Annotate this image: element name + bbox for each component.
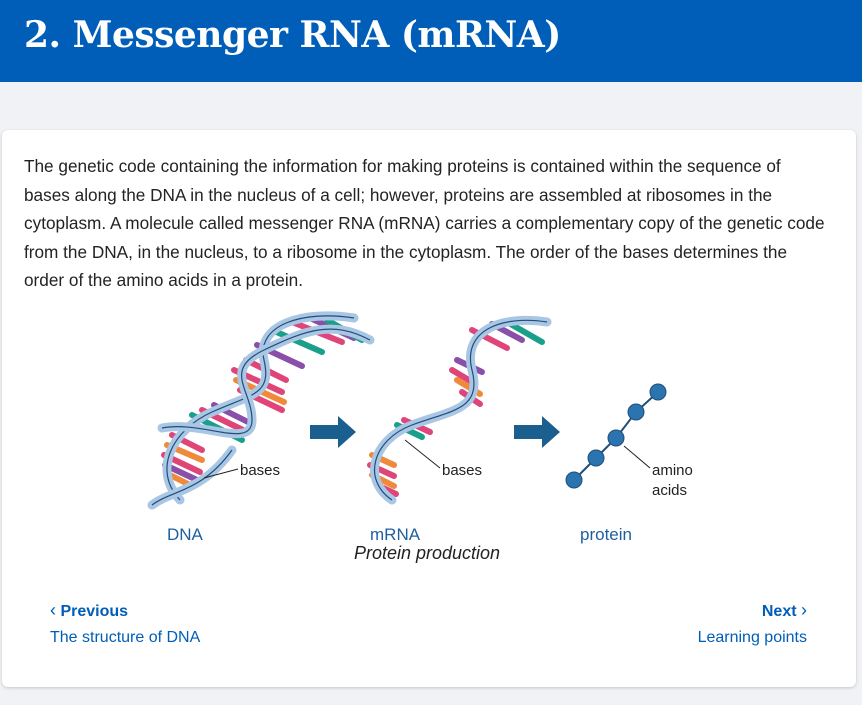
bases-label: bases: [442, 462, 482, 479]
page-header: 2. Messenger RNA (mRNA): [0, 0, 862, 82]
protein-production-figure: bases bases amino acids DNA mRNA protein: [2, 300, 856, 590]
arrow-right-icon: [310, 416, 356, 448]
protein-production-diagram: bases bases amino acids DNA mRNA protein: [147, 311, 693, 544]
dna-helix-illustration: [147, 311, 375, 510]
amino-acids-label-line2: acids: [652, 482, 687, 499]
intro-paragraph: The genetic code containing the informat…: [24, 156, 825, 290]
protein-label: protein: [580, 525, 632, 544]
figure-caption: Protein production: [353, 543, 501, 563]
amino-acids-label-line1: amino: [652, 462, 693, 479]
previous-label: Previous: [60, 603, 129, 620]
previous-link[interactable]: ‹ Previous The structure of DNA: [50, 600, 200, 647]
dna-label: DNA: [167, 525, 204, 544]
previous-label-row: ‹ Previous: [50, 600, 200, 621]
arrow-right-icon: [514, 416, 560, 448]
page-title: 2. Messenger RNA (mRNA): [24, 14, 561, 56]
chevron-right-icon: ›: [801, 600, 807, 620]
bases-label: bases: [240, 462, 280, 479]
next-label-row: Next ›: [698, 600, 807, 621]
mrna-label: mRNA: [370, 525, 421, 544]
next-label: Next: [761, 603, 797, 620]
next-link[interactable]: Next › Learning points: [698, 600, 807, 647]
next-page-title: Learning points: [697, 629, 807, 646]
content-card: The genetic code containing the informat…: [2, 130, 856, 687]
previous-page-title: The structure of DNA: [50, 629, 201, 646]
chevron-left-icon: ‹: [50, 600, 56, 620]
protein-chain-illustration: [565, 383, 667, 489]
mrna-strand-illustration: [367, 315, 552, 505]
